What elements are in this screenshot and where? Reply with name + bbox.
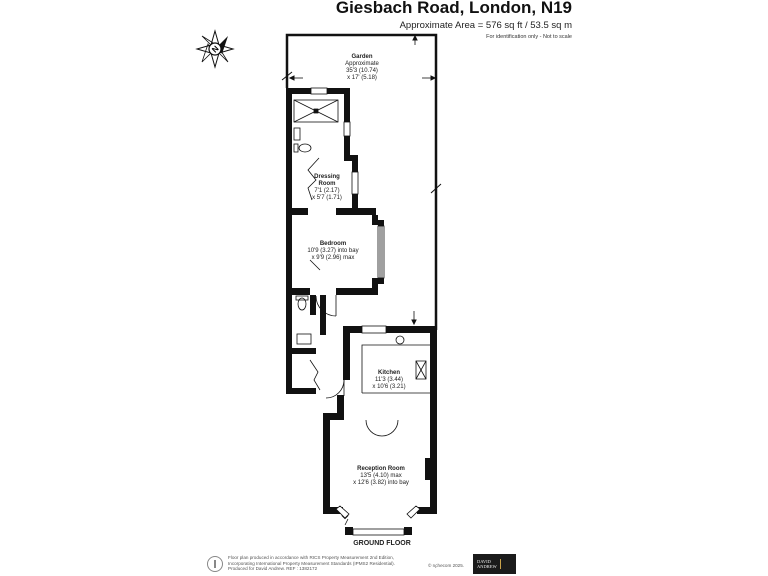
bathroom-fixtures: [293, 99, 430, 394]
north-compass-icon: N: [195, 29, 235, 69]
footer: Floor plan produced in accordance with R…: [200, 553, 530, 575]
room-label-dressing-room: Dressing Room 7'1 (2.17) x 5'7 (1.71): [312, 174, 342, 201]
disclaimer-note: For identification only - Not to scale: [486, 34, 572, 40]
garden-outline: [281, 33, 442, 330]
footer-note: Floor plan produced in accordance with R…: [228, 555, 395, 572]
approximate-area: Approximate Area = 576 sq ft / 53.5 sq m: [399, 20, 572, 31]
floor-label: GROUND FLOOR: [353, 540, 411, 547]
doors: [307, 157, 399, 437]
room-label-reception-room: Reception Room 13'5 (4.10) max x 12'6 (3…: [353, 466, 409, 486]
room-label-kitchen: Kitchen 11'3 (3.44) x 10'6 (3.21): [372, 370, 406, 390]
info-icon: [207, 556, 223, 572]
svg-text:N: N: [210, 44, 221, 55]
agency-logo: DAVID ANDREW: [473, 554, 516, 574]
windows: [310, 87, 421, 536]
property-title: Giesbach Road, London, N19: [335, 0, 572, 17]
copyright: © n̢checom 2025.: [428, 563, 465, 568]
room-label-garden: Garden Approximate 35'3 (10.74) x 17' (5…: [345, 54, 379, 81]
room-label-bedroom: Bedroom 10'9 (3.27) into bay x 9'9 (2.96…: [307, 241, 359, 261]
